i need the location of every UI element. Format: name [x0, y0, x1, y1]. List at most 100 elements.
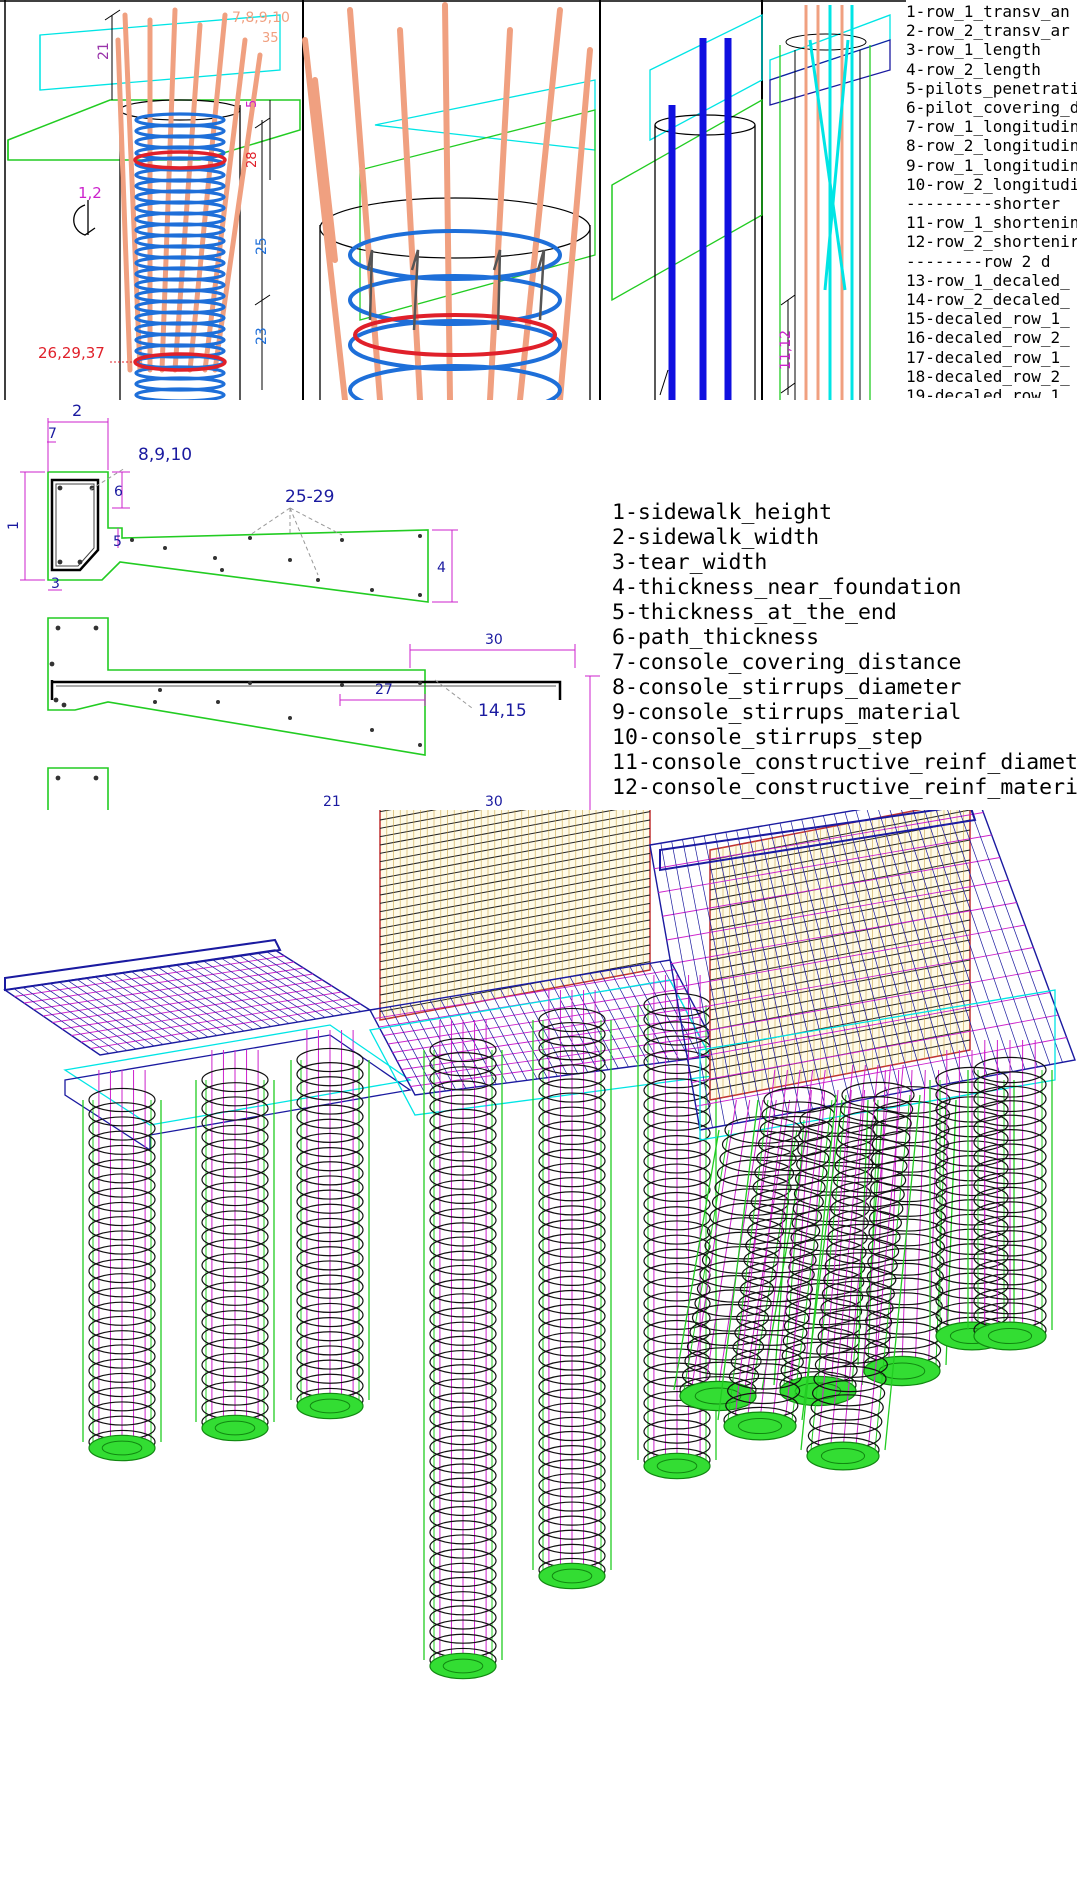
abutment-3d-panel [0, 719, 1077, 1883]
console-section-2: 30 27 14,15 [47, 617, 600, 810]
label-5: 5 [245, 100, 260, 108]
label-23: 23 [254, 327, 270, 345]
rebar [347, 7, 383, 403]
legend-item: 10-console_stirrups_step [612, 725, 923, 750]
dim-5: 5 [113, 534, 122, 550]
legend-item: 1-row_1_transv_an [906, 2, 1070, 21]
rebar [397, 27, 423, 403]
legend-item: 9-row_1_longitudin [906, 155, 1077, 175]
pile [967, 1040, 1053, 1351]
legend-item: 2-row_2_transv_ar [906, 21, 1070, 41]
rebar [312, 77, 338, 263]
pile-detail-drawing: 21 7,8,9,10 35 5 28 1,2 25 23 26,29,37 [0, 0, 906, 416]
dim-1: 1 [6, 521, 22, 530]
legend-item: 4-thickness_near_foundation [612, 575, 962, 600]
pile [82, 1070, 162, 1462]
legend-item: 12-row_2_shortenir [906, 232, 1077, 252]
legend-item: 9-console_stirrups_material [612, 700, 962, 725]
legend-item: 7-console_covering_distance [612, 650, 962, 675]
dim-27: 27 [375, 682, 393, 698]
abutment-3d-drawing [3, 719, 1076, 1680]
legend-item: 2-sidewalk_width [612, 525, 820, 550]
pile [717, 1069, 843, 1441]
label-1-2: 1,2 [78, 184, 102, 202]
pile [423, 1020, 503, 1680]
console-section-drawing: 2 7 1 6 5 3 4 8,9,10 25-29 [6, 401, 600, 810]
legend-item: 19-decaled_row_1_ [906, 386, 1070, 398]
rebar [808, 39, 847, 291]
label-21: 21 [96, 42, 112, 60]
console-section-1: 2 7 1 6 5 3 4 8,9,10 25-29 [6, 401, 458, 603]
pile [195, 1050, 275, 1442]
legend-item: 5-thickness_at_the_end [612, 600, 897, 625]
pile-view-1: 21 7,8,9,10 35 5 28 1,2 25 23 26,29,37 [7, 7, 301, 403]
legend-item: 3-row_1_length [906, 40, 1041, 60]
pile [532, 990, 612, 1590]
legend-item: 4-row_2_length [906, 59, 1041, 79]
label-7-8-9-10: 7,8,9,10 [232, 10, 290, 26]
label-28: 28 [245, 151, 260, 168]
legend-item: 13-row_1_decaled_ [906, 270, 1070, 290]
legend-item: 6-path_thickness [612, 625, 820, 650]
dim-7: 7 [48, 426, 57, 442]
pile-detail-panel: 21 7,8,9,10 35 5 28 1,2 25 23 26,29,37 [0, 0, 1077, 416]
legend-item: ---------shorter [906, 194, 1061, 214]
abutment-wall [709, 799, 971, 1101]
legend-item: 8-console_stirrups_diameter [612, 675, 962, 700]
console-section-panel: 2 7 1 6 5 3 4 8,9,10 25-29 [0, 400, 1077, 810]
abutment-wall [379, 719, 651, 1021]
rebar [487, 27, 513, 403]
dim-21: 21 [323, 794, 341, 810]
pile [673, 1099, 808, 1412]
legend-item: 7-row_1_longitudin [906, 117, 1077, 137]
legend-item: --------row 2 d [906, 251, 1051, 271]
legend-item: 1-sidewalk_height [612, 500, 833, 525]
dim-6: 6 [114, 484, 123, 500]
console-section-3: 21 30 [47, 767, 503, 810]
pile [800, 1064, 921, 1471]
legend-item: 10-row_2_longitudi [906, 174, 1077, 194]
legend-item: 14-row_2_decaled_ [906, 290, 1070, 310]
spiral-turn [348, 319, 562, 371]
rebar [823, 39, 850, 291]
pile-view-2 [302, 2, 596, 416]
legend-item: 5-pilots_penetration [906, 78, 1077, 98]
legend-item: 12-console_constructive_reinf_material [612, 775, 1077, 800]
callout-25-29: 25-29 [285, 487, 334, 507]
rebar [557, 47, 593, 403]
rebar [115, 37, 133, 373]
label-26-29-37: 26,29,37 [38, 344, 105, 362]
dim-30b: 30 [485, 794, 503, 810]
callout-8-9-10: 8,9,10 [138, 445, 192, 465]
dim-4: 4 [437, 560, 446, 576]
legend-item: 17-decaled_row_1_ [906, 347, 1070, 367]
legend-item: 3-tear_width [612, 550, 768, 575]
legend-item: 15-decaled_row_1_ [906, 309, 1070, 329]
legend-item: 8-row_2_longitudin [906, 136, 1077, 156]
sidewalk [4, 938, 282, 992]
legend-item: 18-decaled_row_2_ [906, 366, 1070, 386]
callout-14-15: 14,15 [478, 701, 527, 721]
pile-cap [699, 989, 1056, 1141]
rebar [122, 12, 143, 373]
dim-3: 3 [51, 576, 60, 592]
console-slab [3, 949, 372, 1056]
pile [290, 1030, 370, 1420]
pile [637, 975, 717, 1480]
pile-view-3 [611, 13, 763, 400]
spiral-turn [348, 229, 562, 281]
dim-30: 30 [485, 632, 503, 648]
pile-view-4: 11,12 [769, 5, 891, 400]
rebar [302, 37, 348, 403]
legend-item: 6-pilot_covering_di [906, 98, 1077, 118]
label-11-12: 11,12 [778, 330, 794, 370]
sidewalk [659, 803, 977, 872]
spiral-turn [348, 274, 562, 326]
dim-2: 2 [72, 401, 82, 420]
label-25: 25 [254, 237, 270, 255]
label-35: 35 [262, 31, 279, 46]
rebar [442, 2, 453, 403]
rebar [517, 7, 563, 403]
